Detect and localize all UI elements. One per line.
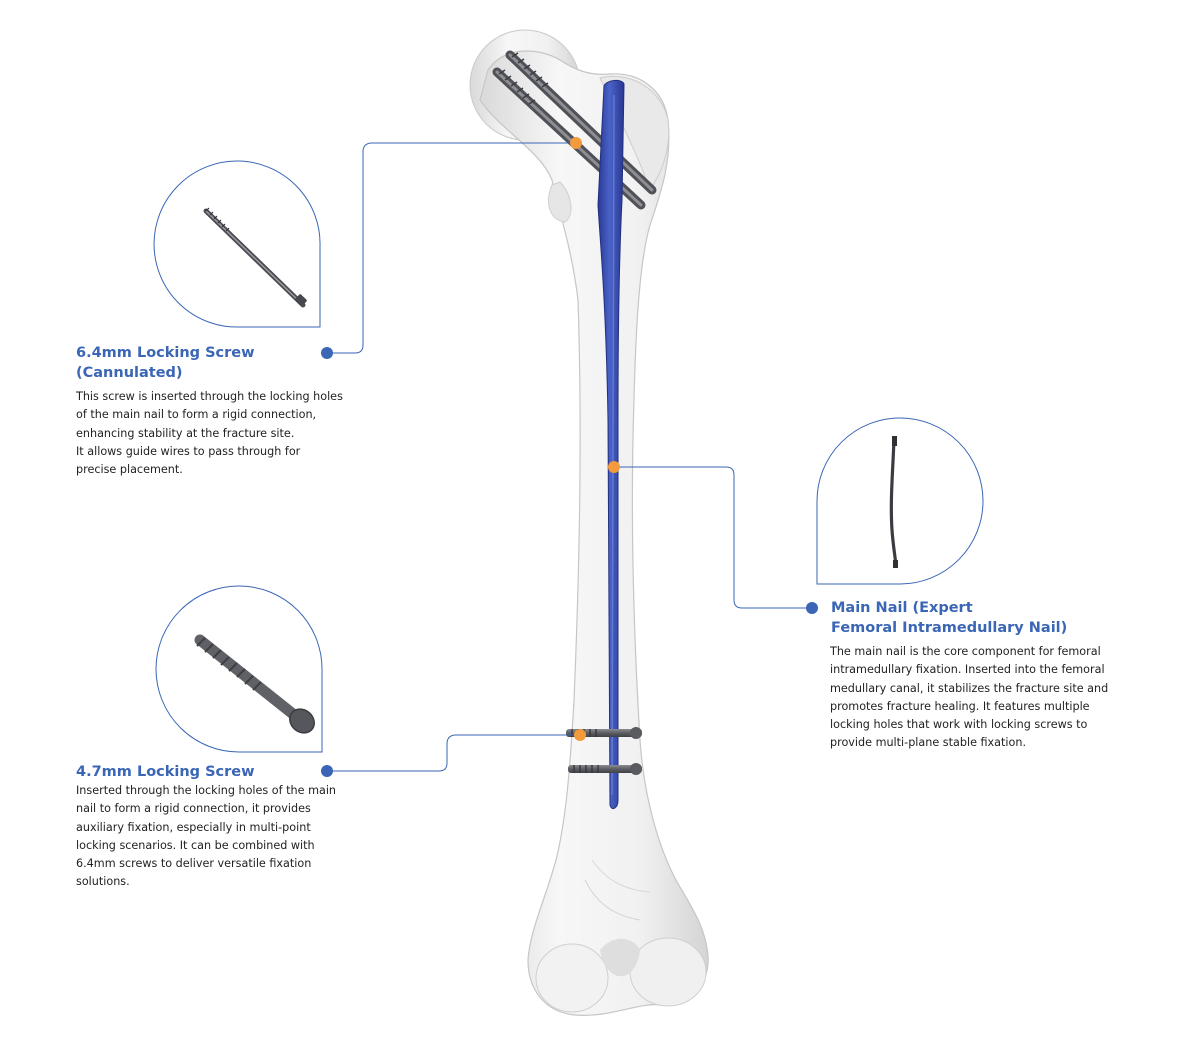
dot-screw64: [321, 347, 333, 359]
connector-lines: [327, 142, 812, 772]
lateral-condyle: [535, 943, 609, 1013]
screw47-body-line: Inserted through the locking holes of th…: [76, 784, 337, 797]
main-nail-title-line: Femoral Intramedullary Nail): [831, 620, 1068, 636]
dot-screw47: [321, 765, 333, 777]
intercondylar-notch: [600, 938, 640, 977]
connector-screw64: [327, 142, 576, 354]
main-nail-body-line: intramedullary fixation. Inserted into t…: [830, 663, 1105, 677]
femur-shaft: [479, 50, 709, 1016]
screw64-title: 6.4mm Locking Screw (Cannulated): [76, 343, 255, 383]
screw64-description: This screw is inserted through the locki…: [76, 388, 343, 479]
screw64-body-line: of the main nail to form a rigid connect…: [76, 408, 317, 422]
femur-bone: [469, 29, 709, 1016]
intramedullary-nail-icon: [889, 436, 898, 568]
screw64-body-line: precise placement.: [76, 463, 183, 477]
main-nail: [597, 79, 625, 810]
screw64-title-line: (Cannulated): [76, 365, 183, 381]
medial-condyle: [629, 937, 707, 1007]
thumbnail-screw47: [155, 585, 323, 753]
screw47-description: Inserted through the locking holes of th…: [76, 782, 336, 892]
locking-screw-icon: [194, 634, 315, 734]
main-nail-description: The main nail is the core component for …: [830, 643, 1108, 753]
cannulated-screw-icon: [203, 207, 307, 308]
main-nail-title: Main Nail (Expert Femoral Intramedullary…: [831, 598, 1067, 638]
screw47-body-line: auxiliary fixation, especially in multi-…: [76, 820, 311, 834]
screw64-body-line: enhancing stability at the fracture site…: [76, 426, 295, 440]
screw64-body-line: This screw is inserted through the locki…: [76, 390, 343, 403]
marker-screw64: [570, 137, 582, 149]
screw47-body-line: 6.4mm screws to deliver versatile fixati…: [76, 857, 312, 871]
main-nail-title-line: Main Nail (Expert: [831, 600, 973, 616]
screw64-title-line: 6.4mm Locking Screw: [76, 345, 255, 361]
main-nail-body-line: promotes fracture healing. It features m…: [830, 699, 1090, 713]
main-nail-body-line: locking holes that work with locking scr…: [830, 718, 1088, 732]
marker-screw47: [574, 729, 586, 741]
connector-screw47: [327, 734, 580, 772]
main-nail-body-line: provide multi-plane stable fixation.: [830, 736, 1027, 750]
lesser-trochanter: [548, 181, 572, 223]
screw47-body-line: locking scenarios. It can be combined wi…: [76, 838, 315, 852]
screw64-body-line: It allows guide wires to pass through fo…: [76, 444, 301, 458]
screw47-body-line: nail to form a rigid connection, it prov…: [76, 802, 311, 816]
marker-main-nail: [608, 461, 620, 473]
thumbnail-screw64: [153, 160, 321, 328]
thumbnail-main-nail: [816, 417, 984, 585]
screw47-title-line: 4.7mm Locking Screw: [76, 764, 255, 780]
screw47-body-line: solutions.: [76, 875, 130, 889]
dot-main-nail: [806, 602, 818, 614]
main-nail-body-line: The main nail is the core component for …: [830, 645, 1101, 658]
screw47-title: 4.7mm Locking Screw: [76, 762, 255, 782]
connector-main-nail: [614, 466, 812, 609]
main-nail-body-line: medullary canal, it stabilizes the fract…: [830, 681, 1109, 695]
